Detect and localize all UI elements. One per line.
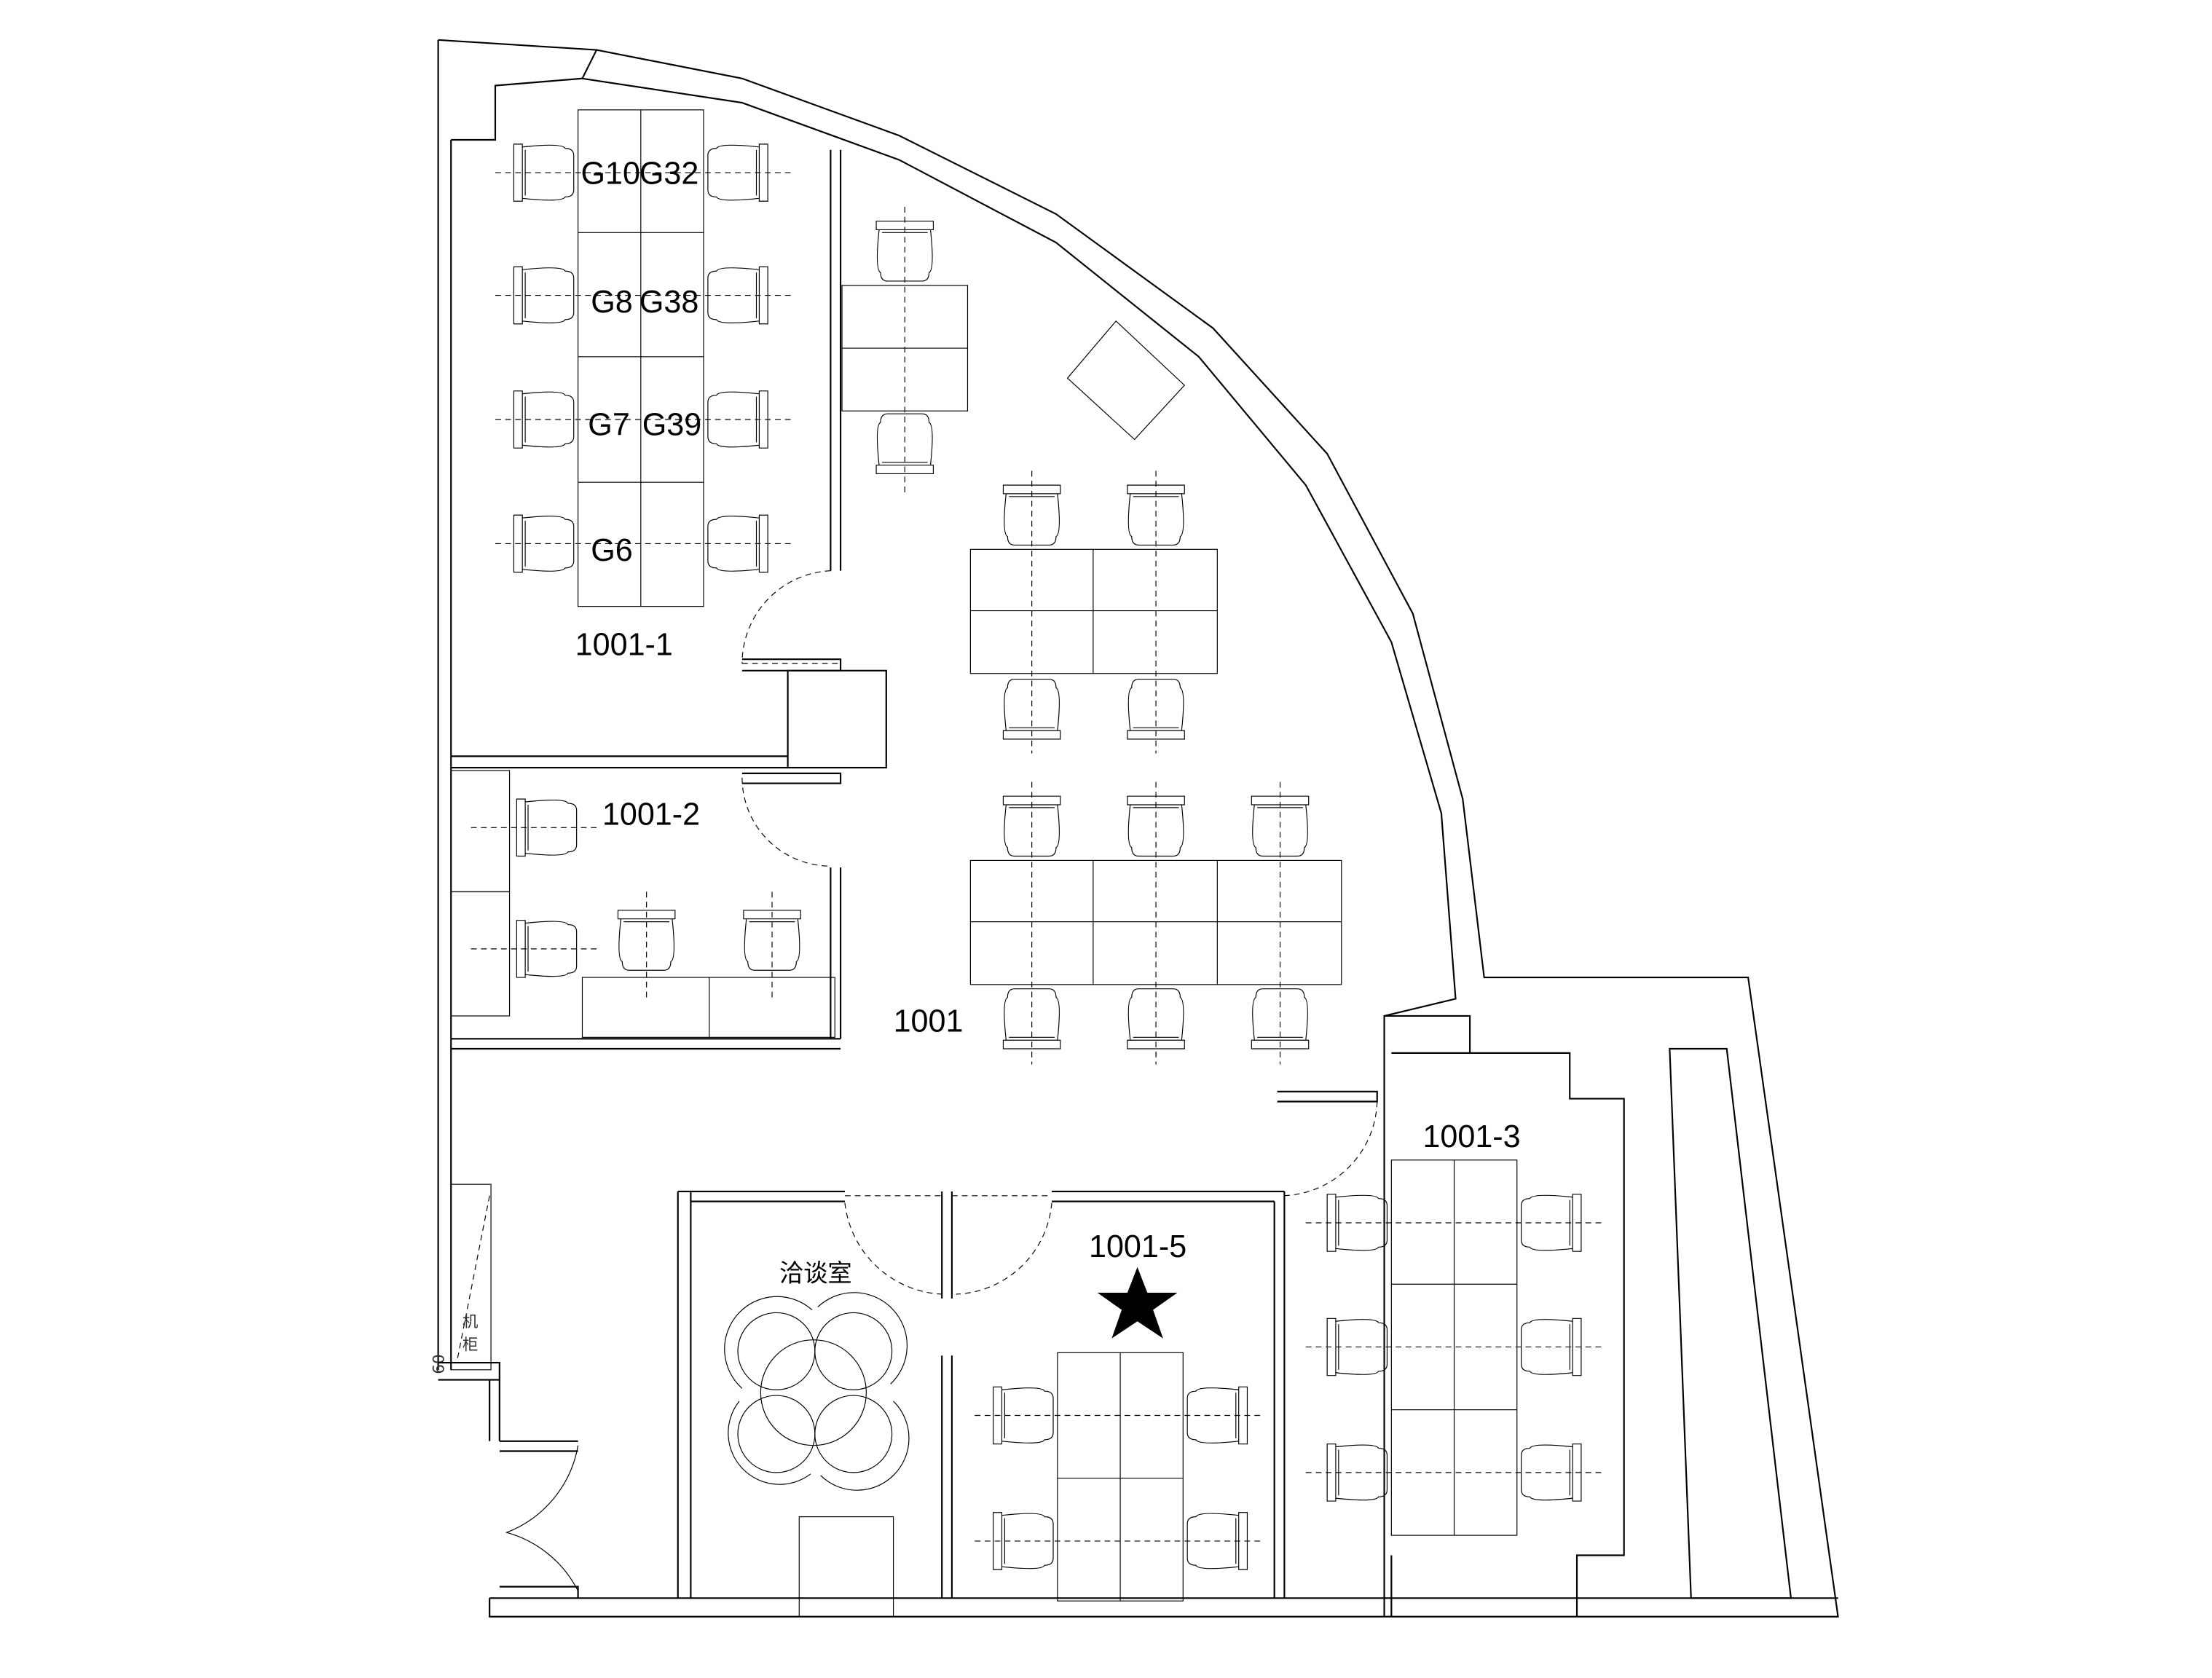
room-label-1001-1: 1001-1 <box>575 627 673 662</box>
star-icon <box>1097 1267 1178 1339</box>
room-label-meeting: 洽谈室 <box>779 1260 852 1287</box>
dimension-label: 60 <box>430 1354 448 1374</box>
exterior-walls <box>437 39 1839 1618</box>
seat-label: G38 <box>639 285 698 320</box>
meeting-room: 洽谈室 <box>677 1190 942 1618</box>
chair <box>1002 988 1061 1049</box>
chair <box>513 143 575 202</box>
room-1001-5: 1001-5 <box>941 1190 1286 1602</box>
room-label-1001-5: 1001-5 <box>1089 1229 1186 1264</box>
room-1001-3: 1001-3 <box>1305 1119 1606 1536</box>
chair <box>875 413 934 475</box>
seat-label: G10 <box>581 157 640 192</box>
open-office-1001: 1001 <box>841 207 1378 1197</box>
chair <box>993 1386 1054 1445</box>
seat-label: G8 <box>591 285 633 320</box>
seat-label: G6 <box>591 533 633 568</box>
room-label-1001-2: 1001-2 <box>602 797 700 832</box>
chair <box>743 910 801 971</box>
chair <box>513 266 575 325</box>
room-label-1001-3: 1001-3 <box>1422 1119 1520 1154</box>
seat-label: G39 <box>642 408 701 443</box>
chair <box>1127 988 1185 1049</box>
chair <box>513 514 575 573</box>
cabinet-label: 机 <box>463 1313 479 1331</box>
room-1001-1: G10 G32 G8 G38 G7 G39 G6 1001-1 <box>451 109 887 769</box>
chair <box>1002 678 1061 740</box>
chair <box>1127 678 1185 740</box>
room-1001-2: 1001-2 <box>450 770 842 1050</box>
chair <box>617 910 676 971</box>
cabinet-area: 机 柜 60 <box>430 1183 579 1599</box>
cabinet-label: 柜 <box>463 1336 479 1354</box>
chair <box>993 1512 1054 1570</box>
chair <box>513 390 575 449</box>
seat-label: G32 <box>639 157 698 192</box>
room-label-1001: 1001 <box>894 1004 964 1039</box>
seat-label: G7 <box>588 408 630 443</box>
chair <box>1251 988 1310 1049</box>
